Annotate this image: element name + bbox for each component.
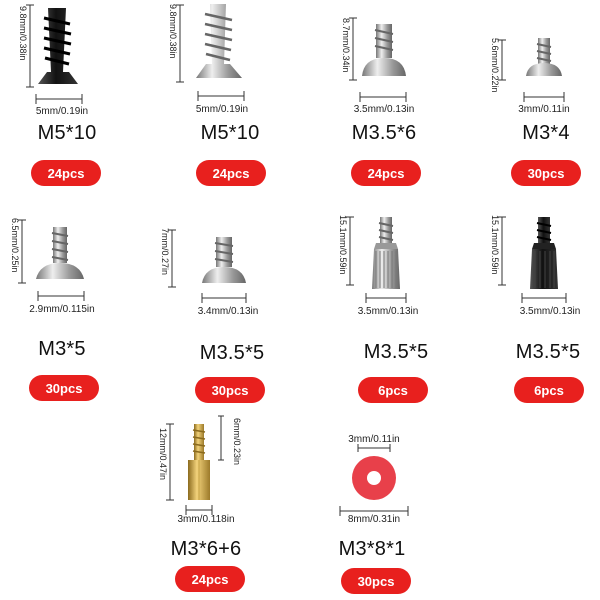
item-m3.5x5-pan: 7mm/0.27in 3.4mm/0.13in M3.5*5 30pcs bbox=[150, 205, 320, 405]
model-label: M3.5*5 bbox=[199, 342, 265, 364]
item-m3x4: 5.6mm/0.22in 3mm/0.11in M3*4 30pcs bbox=[480, 0, 600, 195]
pan-head-screw-icon bbox=[18, 219, 85, 301]
black-flat-screw-icon bbox=[26, 4, 83, 104]
model-label: M3.5*6 bbox=[351, 122, 417, 144]
height-dimension: 9.8mm/0.38in bbox=[168, 4, 178, 59]
inner-diameter-dimension: 3mm/0.11in bbox=[348, 434, 400, 445]
brass-standoff-icon bbox=[166, 415, 224, 515]
quantity-badge: 24pcs bbox=[175, 566, 245, 592]
item-m3x6+6-standoff: 12mm/0.47in 6mm/0.23in 3mm/0.118in M3*6+… bbox=[150, 410, 310, 600]
quantity-badge: 6pcs bbox=[514, 377, 584, 403]
pan-head-screw-icon bbox=[168, 229, 247, 303]
pan-head-screw-icon bbox=[498, 38, 565, 102]
height-dimension: 7mm/0.27in bbox=[160, 228, 170, 276]
quantity-badge: 30pcs bbox=[195, 377, 265, 403]
width-dimension: 3mm/0.118in bbox=[177, 514, 235, 525]
height-dimension: 15.1mm/0.59in bbox=[490, 215, 500, 275]
quantity-badge: 24pcs bbox=[196, 160, 266, 186]
item-m5x10-silver: 9.8mm/0.38in 5mm/0.19in M5*10 24pcs bbox=[150, 0, 320, 195]
item-m3x8x1-washer: 3mm/0.11in 8mm/0.31in M3*8*1 30pcs bbox=[310, 410, 470, 600]
model-label: M3*8*1 bbox=[338, 538, 406, 560]
model-label: M3*4 bbox=[522, 122, 570, 144]
height-dimension: 6.5mm/0.25in bbox=[10, 218, 20, 273]
item-m3.5x6: 8.7mm/0.34in 3.5mm/0.13in M3.5*6 24pcs bbox=[320, 0, 480, 195]
width-dimension: 3.5mm/0.13in bbox=[357, 306, 419, 317]
width-dimension: 5mm/0.19in bbox=[195, 104, 249, 115]
quantity-badge: 6pcs bbox=[358, 377, 428, 403]
width-dimension: 5mm/0.19in bbox=[35, 106, 89, 117]
model-label: M3.5*5 bbox=[363, 341, 429, 363]
height-dimension: 5.6mm/0.22in bbox=[490, 38, 500, 93]
pan-head-screw-icon bbox=[349, 17, 407, 102]
width-dimension: 8mm/0.31in bbox=[347, 514, 401, 525]
height-dimension: 12mm/0.47in bbox=[158, 428, 168, 481]
thread-dimension: 6mm/0.23in bbox=[232, 418, 242, 466]
model-label: M3*6+6 bbox=[170, 538, 242, 560]
item-m3.5x5-thumb-black: 15.1mm/0.59in 3.5mm/0.13in M3.5*5 6pcs bbox=[480, 205, 600, 405]
height-dimension: 8.7mm/0.34in bbox=[341, 18, 351, 73]
width-dimension: 3.5mm/0.13in bbox=[519, 306, 581, 317]
quantity-badge: 24pcs bbox=[351, 160, 421, 186]
height-dimension: 9.8mm/0.38in bbox=[18, 6, 28, 61]
item-m3x5: 6.5mm/0.25in 2.9mm/0.115in M3*5 30pcs bbox=[0, 205, 150, 405]
height-dimension: 15.1mm/0.59in bbox=[338, 215, 348, 275]
model-label: M3.5*5 bbox=[515, 341, 581, 363]
quantity-badge: 30pcs bbox=[29, 375, 99, 401]
model-label: M3*5 bbox=[38, 338, 86, 360]
red-washer-icon bbox=[339, 444, 409, 516]
quantity-badge: 30pcs bbox=[511, 160, 581, 186]
thumb-screw-icon bbox=[346, 216, 407, 303]
silver-flat-screw-icon bbox=[176, 4, 245, 101]
width-dimension: 3.4mm/0.13in bbox=[197, 306, 259, 317]
item-m3.5x5-thumb-silver: 15.1mm/0.59in 3.5mm/0.13in M3.5*5 6pcs bbox=[320, 205, 480, 405]
model-label: M5*10 bbox=[37, 122, 97, 144]
width-dimension: 2.9mm/0.115in bbox=[29, 304, 95, 315]
model-label: M5*10 bbox=[200, 122, 260, 144]
width-dimension: 3mm/0.11in bbox=[518, 104, 570, 115]
quantity-badge: 24pcs bbox=[31, 160, 101, 186]
width-dimension: 3.5mm/0.13in bbox=[353, 104, 415, 115]
quantity-badge: 30pcs bbox=[341, 568, 411, 594]
item-m5x10-black: 9.8mm/0.38in 5mm/0.19in M5*10 24pcs bbox=[0, 0, 150, 195]
thumb-screw-icon bbox=[498, 216, 567, 303]
